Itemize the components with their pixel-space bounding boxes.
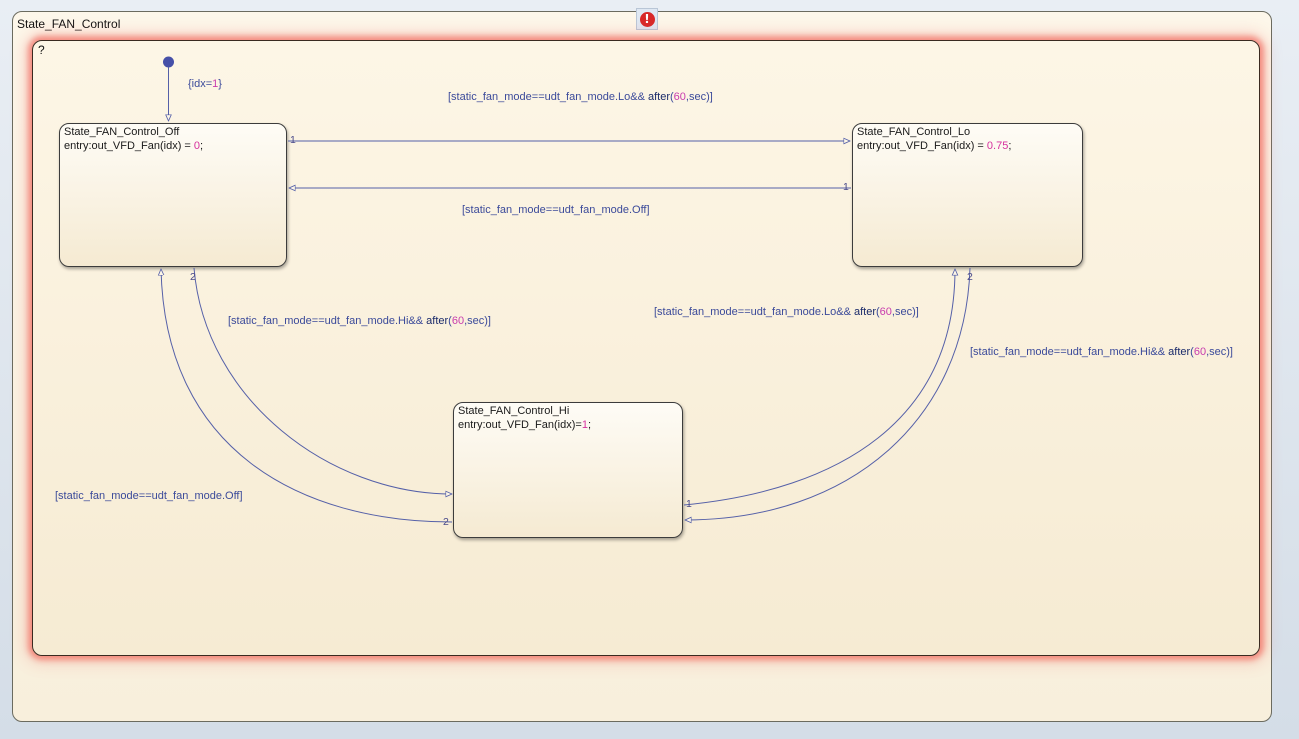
state-off[interactable]: State_FAN_Control_Off entry:out_VFD_Fan(… — [59, 123, 287, 267]
inner-chart-label: ? — [38, 43, 45, 57]
order-off-to-lo: 1 — [290, 134, 296, 146]
state-lo-action: entry:out_VFD_Fan(idx) = 0.75; — [857, 140, 1012, 152]
label-lo-to-off[interactable]: [static_fan_mode==udt_fan_mode.Off] — [462, 204, 650, 216]
outer-chart-title: State_FAN_Control — [17, 17, 121, 31]
state-hi[interactable]: State_FAN_Control_Hi entry:out_VFD_Fan(i… — [453, 402, 683, 538]
state-lo-name: State_FAN_Control_Lo — [857, 126, 971, 138]
label-off-to-lo[interactable]: [static_fan_mode==udt_fan_mode.Lo&& afte… — [448, 91, 713, 103]
wire-hi-to-lo[interactable] — [683, 269, 955, 506]
order-hi-to-off: 2 — [443, 516, 449, 528]
error-icon-glyph: ! — [639, 11, 655, 27]
wire-hi-to-off[interactable] — [161, 269, 453, 523]
state-lo[interactable]: State_FAN_Control_Lo entry:out_VFD_Fan(i… — [852, 123, 1083, 267]
default-transition-dot[interactable] — [163, 56, 174, 68]
order-lo-to-off: 1 — [843, 181, 849, 193]
state-off-action: entry:out_VFD_Fan(idx) = 0; — [64, 140, 204, 152]
wire-off-to-hi[interactable] — [193, 267, 452, 494]
wire-lo-to-hi[interactable] — [685, 267, 971, 520]
state-hi-action: entry:out_VFD_Fan(idx)=1; — [458, 419, 591, 431]
label-lo-to-hi[interactable]: [static_fan_mode==udt_fan_mode.Hi&& afte… — [970, 346, 1233, 358]
default-transition-label[interactable]: {idx=1} — [188, 78, 222, 90]
label-hi-to-lo[interactable]: [static_fan_mode==udt_fan_mode.Lo&& afte… — [654, 306, 919, 318]
label-hi-to-off[interactable]: [static_fan_mode==udt_fan_mode.Off] — [55, 490, 243, 502]
order-hi-to-lo: 1 — [686, 498, 692, 510]
state-hi-name: State_FAN_Control_Hi — [458, 405, 570, 417]
state-off-name: State_FAN_Control_Off — [64, 126, 180, 138]
order-lo-to-hi: 2 — [967, 271, 973, 283]
error-icon[interactable]: ! — [636, 8, 658, 30]
order-off-to-hi: 2 — [190, 271, 196, 283]
label-off-to-hi[interactable]: [static_fan_mode==udt_fan_mode.Hi&& afte… — [228, 315, 491, 327]
